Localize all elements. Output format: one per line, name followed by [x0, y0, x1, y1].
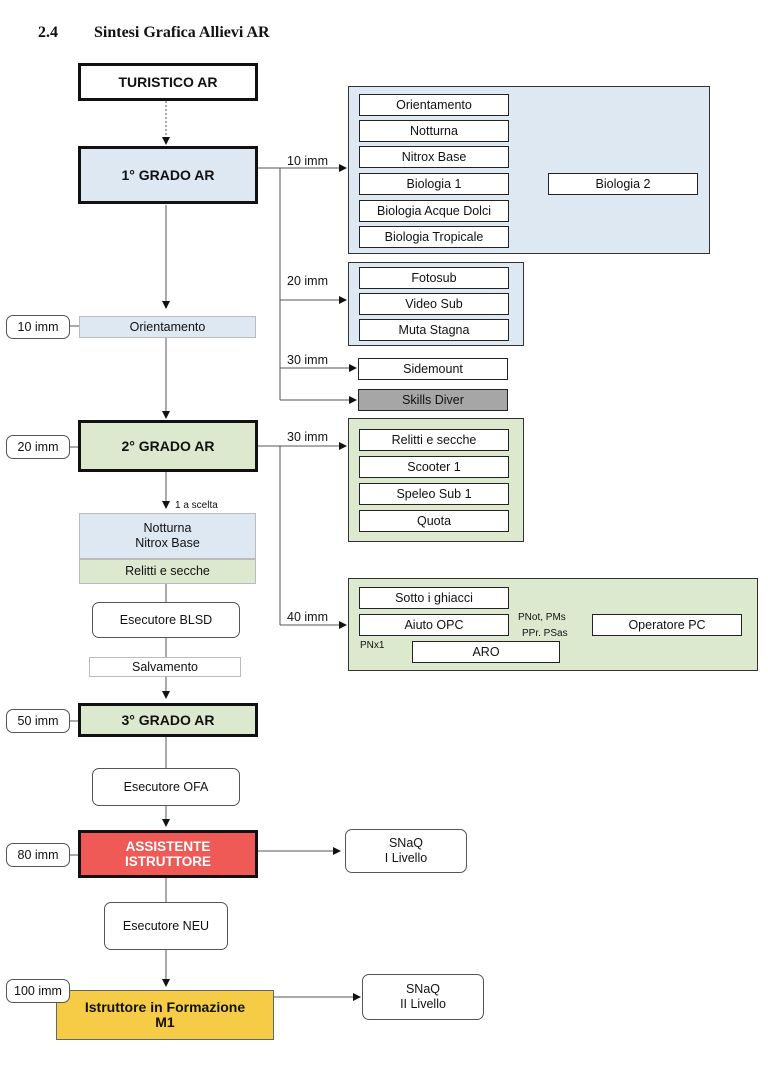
section-title: Sintesi Grafica Allievi AR: [94, 24, 270, 41]
branch-label-10-imm: 10 imm: [287, 154, 328, 168]
course-aro[interactable]: ARO: [412, 641, 560, 663]
branch-label-30-imm-2: 30 imm: [287, 430, 328, 444]
course-biologia-2[interactable]: Biologia 2: [548, 173, 698, 195]
badge-10-imm: 10 imm: [6, 315, 70, 339]
course-orientamento[interactable]: Orientamento: [359, 94, 509, 116]
salvamento-label: Salvamento: [131, 659, 198, 674]
orientamento-prereq-label: Orientamento: [129, 319, 206, 334]
course-quota[interactable]: Quota: [359, 510, 509, 532]
grado2-ar-label: 2° GRADO AR: [121, 437, 215, 454]
snaq-livello-1-box[interactable]: SNaQ I Livello: [345, 829, 467, 873]
course-biologia-1[interactable]: Biologia 1: [359, 173, 509, 195]
course-notturna[interactable]: Notturna: [359, 120, 509, 142]
label-pnot-pms: PNot, PMs: [518, 612, 566, 623]
grado2-ar-box[interactable]: 2° GRADO AR: [78, 420, 258, 472]
badge-20-imm: 20 imm: [6, 435, 70, 459]
course-biologia-tropicale[interactable]: Biologia Tropicale: [359, 226, 509, 248]
branch-label-40-imm: 40 imm: [287, 610, 328, 624]
turistico-ar-box[interactable]: TURISTICO AR: [78, 63, 258, 101]
section-number: 2.4: [38, 24, 58, 41]
course-biologia-acque-dolci[interactable]: Biologia Acque Dolci: [359, 200, 509, 222]
label-pnx1: PNx1: [360, 640, 385, 651]
istruttore-formazione-label: Istruttore in Formazione M1: [84, 999, 246, 1030]
turistico-ar-label: TURISTICO AR: [118, 73, 218, 90]
esecutore-ofa-box[interactable]: Esecutore OFA: [92, 768, 240, 806]
course-relitti-secche[interactable]: Relitti e secche: [359, 429, 509, 451]
badge-50-imm: 50 imm: [6, 709, 70, 733]
course-speleo-sub-1[interactable]: Speleo Sub 1: [359, 483, 509, 505]
assistente-istruttore-box[interactable]: ASSISTENTE ISTRUTTORE: [78, 830, 258, 878]
course-sidemount[interactable]: Sidemount: [358, 358, 508, 380]
snaq-livello-1-label: SNaQ I Livello: [384, 836, 428, 865]
grado1-ar-label: 1° GRADO AR: [121, 166, 215, 183]
course-sotto-i-ghiacci[interactable]: Sotto i ghiacci: [359, 587, 509, 609]
istruttore-formazione-box[interactable]: Istruttore in Formazione M1: [56, 990, 274, 1040]
notturna-nitrox-box[interactable]: Notturna Nitrox Base: [79, 513, 256, 559]
course-operatore-pc[interactable]: Operatore PC: [592, 614, 742, 636]
esecutore-blsd-box[interactable]: Esecutore BLSD: [92, 602, 240, 638]
course-aiuto-opc[interactable]: Aiuto OPC: [359, 614, 509, 636]
assistente-istruttore-label: ASSISTENTE ISTRUTTORE: [124, 839, 211, 869]
orientamento-prereq-box[interactable]: Orientamento: [79, 316, 256, 338]
relitti-prereq-box[interactable]: Relitti e secche: [79, 559, 256, 584]
notturna-nitrox-label: Notturna Nitrox Base: [135, 521, 200, 550]
salvamento-box[interactable]: Salvamento: [89, 657, 241, 677]
course-muta-stagna[interactable]: Muta Stagna: [359, 319, 509, 341]
snaq-livello-2-box[interactable]: SNaQ II Livello: [362, 974, 484, 1020]
badge-80-imm: 80 imm: [6, 843, 70, 867]
relitti-prereq-label: Relitti e secche: [125, 564, 210, 578]
course-video-sub[interactable]: Video Sub: [359, 293, 509, 315]
grado3-ar-label: 3° GRADO AR: [121, 711, 215, 728]
badge-100-imm: 100 imm: [6, 979, 70, 1003]
course-nitrox-base[interactable]: Nitrox Base: [359, 146, 509, 168]
branch-label-30-imm: 30 imm: [287, 353, 328, 367]
course-fotosub[interactable]: Fotosub: [359, 267, 509, 289]
one-choice-label: 1 a scelta: [175, 500, 218, 511]
course-scooter-1[interactable]: Scooter 1: [359, 456, 509, 478]
grado1-ar-box[interactable]: 1° GRADO AR: [78, 146, 258, 204]
esecutore-neu-box[interactable]: Esecutore NEU: [104, 902, 228, 950]
branch-label-20-imm: 20 imm: [287, 274, 328, 288]
esecutore-neu-label: Esecutore NEU: [122, 918, 210, 933]
label-ppr-psas: PPr. PSas: [522, 628, 568, 639]
esecutore-ofa-label: Esecutore OFA: [123, 779, 209, 794]
esecutore-blsd-label: Esecutore BLSD: [119, 612, 213, 627]
snaq-livello-2-label: SNaQ II Livello: [400, 982, 446, 1011]
section-heading: 2.4 Sintesi Grafica Allievi AR: [38, 24, 270, 42]
course-skills-diver[interactable]: Skills Diver: [358, 389, 508, 411]
grado3-ar-box[interactable]: 3° GRADO AR: [78, 703, 258, 737]
